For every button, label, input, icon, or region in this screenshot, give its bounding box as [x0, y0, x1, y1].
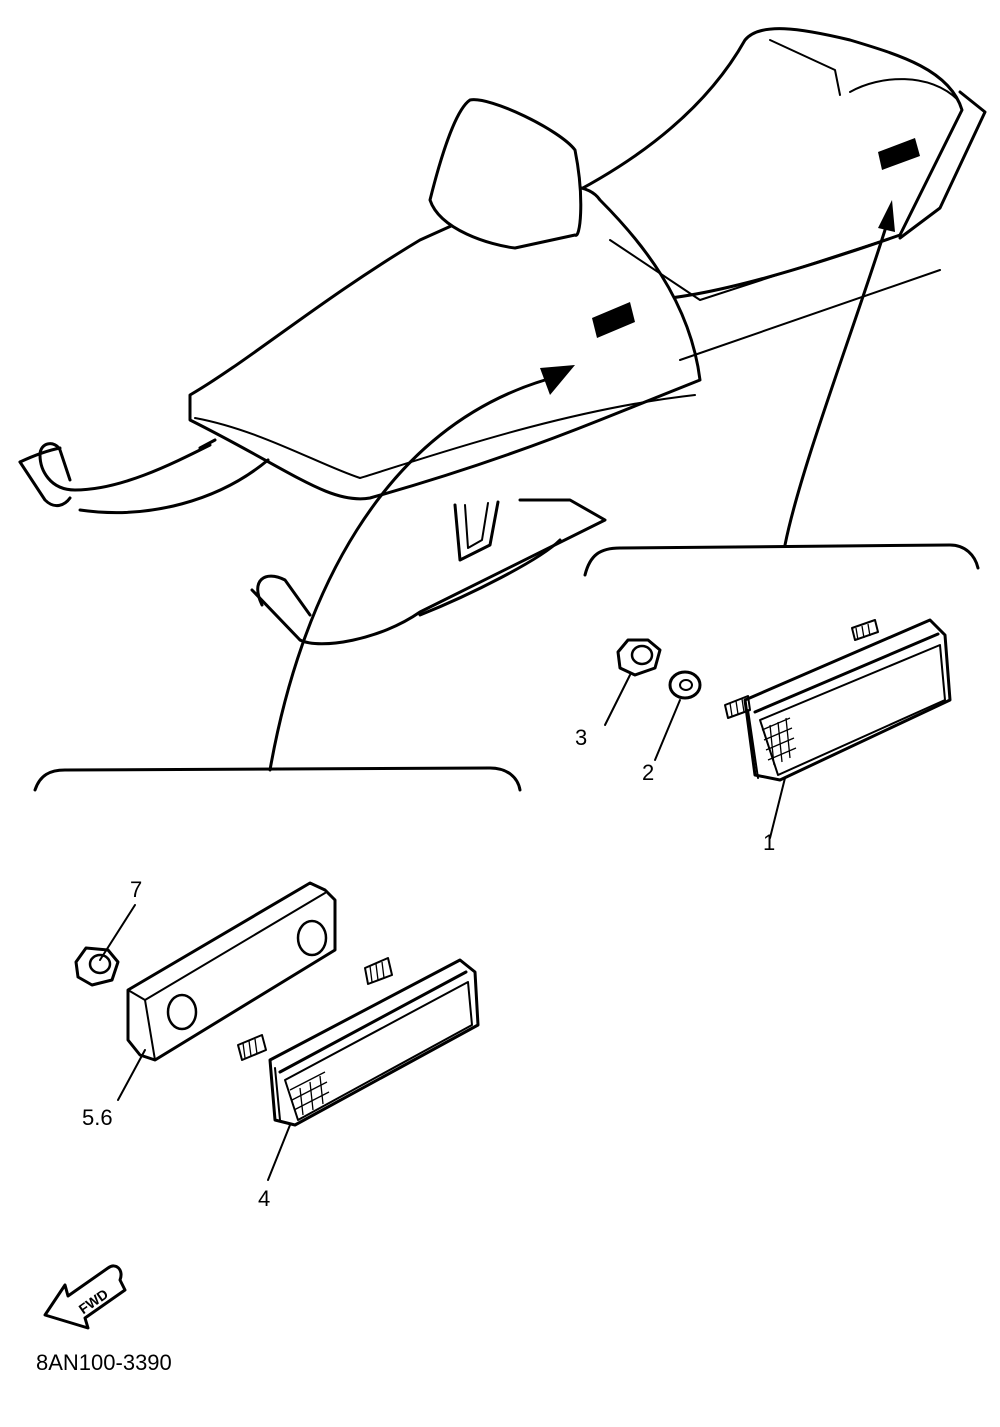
leader-5-6 — [117, 1049, 146, 1101]
callout-5-6: 5.6 — [82, 1105, 113, 1130]
front-arrowhead — [540, 365, 575, 395]
windshield — [428, 98, 583, 250]
front-parts-bracket — [33, 766, 522, 792]
leader-3 — [604, 674, 631, 726]
callout-4: 4 — [258, 1186, 270, 1211]
spacer-part-5-6 — [126, 881, 337, 1062]
front-arrow — [268, 378, 547, 772]
leader-2 — [654, 699, 681, 761]
rear-reflector-mount — [878, 138, 920, 170]
reflector-part-1 — [724, 618, 952, 782]
snowmobile-illustration — [18, 27, 987, 646]
nut-part-3 — [616, 638, 662, 677]
left-ski — [38, 442, 212, 492]
leader-7 — [99, 904, 136, 961]
hood — [188, 184, 702, 501]
rear-arrow — [783, 228, 887, 547]
washer-part-2 — [668, 670, 702, 700]
callout-1: 1 — [763, 830, 775, 855]
callout-7: 7 — [130, 877, 142, 902]
forward-direction-badge: FWD — [43, 1264, 127, 1330]
rear-arrowhead — [878, 200, 895, 232]
front-reflector-mount — [592, 302, 635, 338]
nut-part-7 — [74, 946, 120, 987]
leader-4 — [267, 1124, 291, 1181]
callout-2: 2 — [642, 760, 654, 785]
callout-3: 3 — [575, 725, 587, 750]
right-ski — [298, 498, 607, 646]
leader-1 — [769, 777, 786, 839]
reflector-part-4 — [237, 957, 480, 1127]
drawing-code: 8AN100-3390 — [36, 1350, 172, 1375]
rear-parts-bracket — [583, 543, 980, 577]
